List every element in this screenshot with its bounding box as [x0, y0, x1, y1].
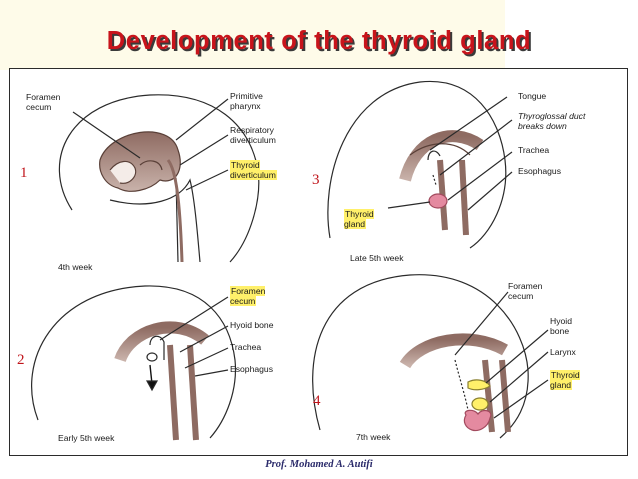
- label-esophagus-2: Esophagus: [230, 364, 274, 374]
- embryo-4th-week: [58, 94, 260, 263]
- week-label-2: Early 5th week: [58, 433, 115, 443]
- embryo-late-5th-week: [327, 80, 513, 249]
- panel-number-3: 3: [312, 172, 320, 188]
- embryo-early-5th-week: [31, 285, 237, 441]
- week-label-4: 7th week: [356, 432, 391, 442]
- hyoid-bone-4: [467, 379, 491, 391]
- label-hyoid-bone-2: Hyoid bone: [230, 320, 274, 330]
- panel-number-1: 1: [20, 165, 28, 181]
- page-title: Development of the thyroid gland: [106, 27, 532, 55]
- diagram-panel: [9, 68, 628, 456]
- label-tongue: Tongue: [518, 91, 547, 101]
- label-esophagus-3: Esophagus: [518, 166, 562, 176]
- title-band: [0, 0, 505, 70]
- footer-credit: Prof. Mohamed A. Autifi: [265, 459, 373, 470]
- panel-number-2: 2: [17, 352, 25, 368]
- label-larynx: Larynx: [550, 347, 576, 357]
- thyroid-gland-3: [428, 193, 448, 209]
- label-trachea-3: Trachea: [518, 145, 550, 155]
- label-trachea-2: Trachea: [230, 342, 262, 352]
- panel-number-4: 4: [313, 393, 321, 409]
- week-label-1: 4th week: [58, 262, 93, 272]
- thyroid-gland-4: [463, 409, 492, 432]
- week-label-3: Late 5th week: [350, 253, 404, 263]
- embryo-7th-week: [312, 274, 549, 439]
